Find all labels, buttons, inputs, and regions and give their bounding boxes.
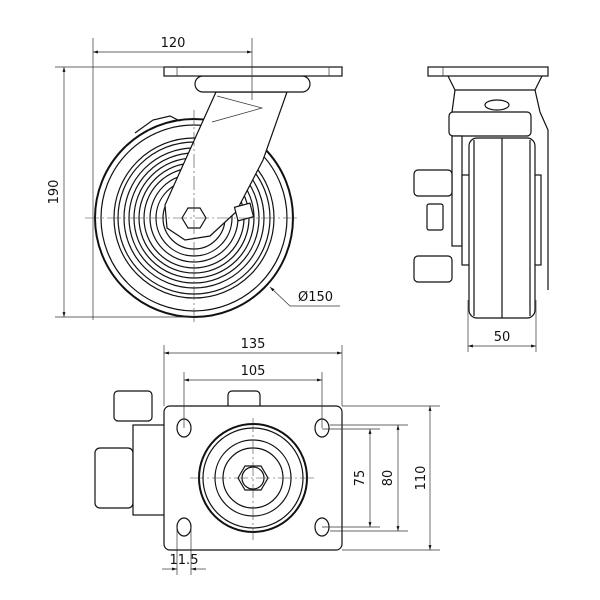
dim-50: 50 [494, 330, 511, 345]
side-view: 50 [413, 66, 549, 352]
top-plate [163, 66, 343, 77]
mount-hole [176, 517, 192, 537]
fork-leg [451, 135, 463, 247]
dim-135: 135 [241, 337, 266, 352]
swivel-ring [194, 75, 311, 93]
brake-lever [134, 115, 181, 134]
dim-190: 190 [47, 180, 62, 205]
dim-110: 110 [414, 466, 429, 491]
dim-120: 120 [161, 36, 186, 51]
swivel-fork [164, 91, 288, 241]
brake-pedal-top [413, 169, 453, 197]
front-view: 120 190 Ø150 [47, 36, 343, 325]
dim-75: 75 [353, 470, 368, 487]
fork-top [448, 111, 532, 137]
bottom-view: 135 105 75 80 110 11.5 [94, 337, 440, 575]
dim-diameter-150: Ø150 [298, 290, 333, 305]
bottom-brake-pedal [113, 390, 153, 422]
brake-bolt [233, 202, 255, 222]
side-axle-nut [426, 203, 444, 231]
dim-105: 105 [241, 364, 266, 379]
brake-pedal-bottom [413, 255, 453, 283]
dim-80: 80 [381, 470, 396, 487]
dim-11-5: 11.5 [170, 553, 199, 568]
side-top-plate [427, 66, 549, 77]
